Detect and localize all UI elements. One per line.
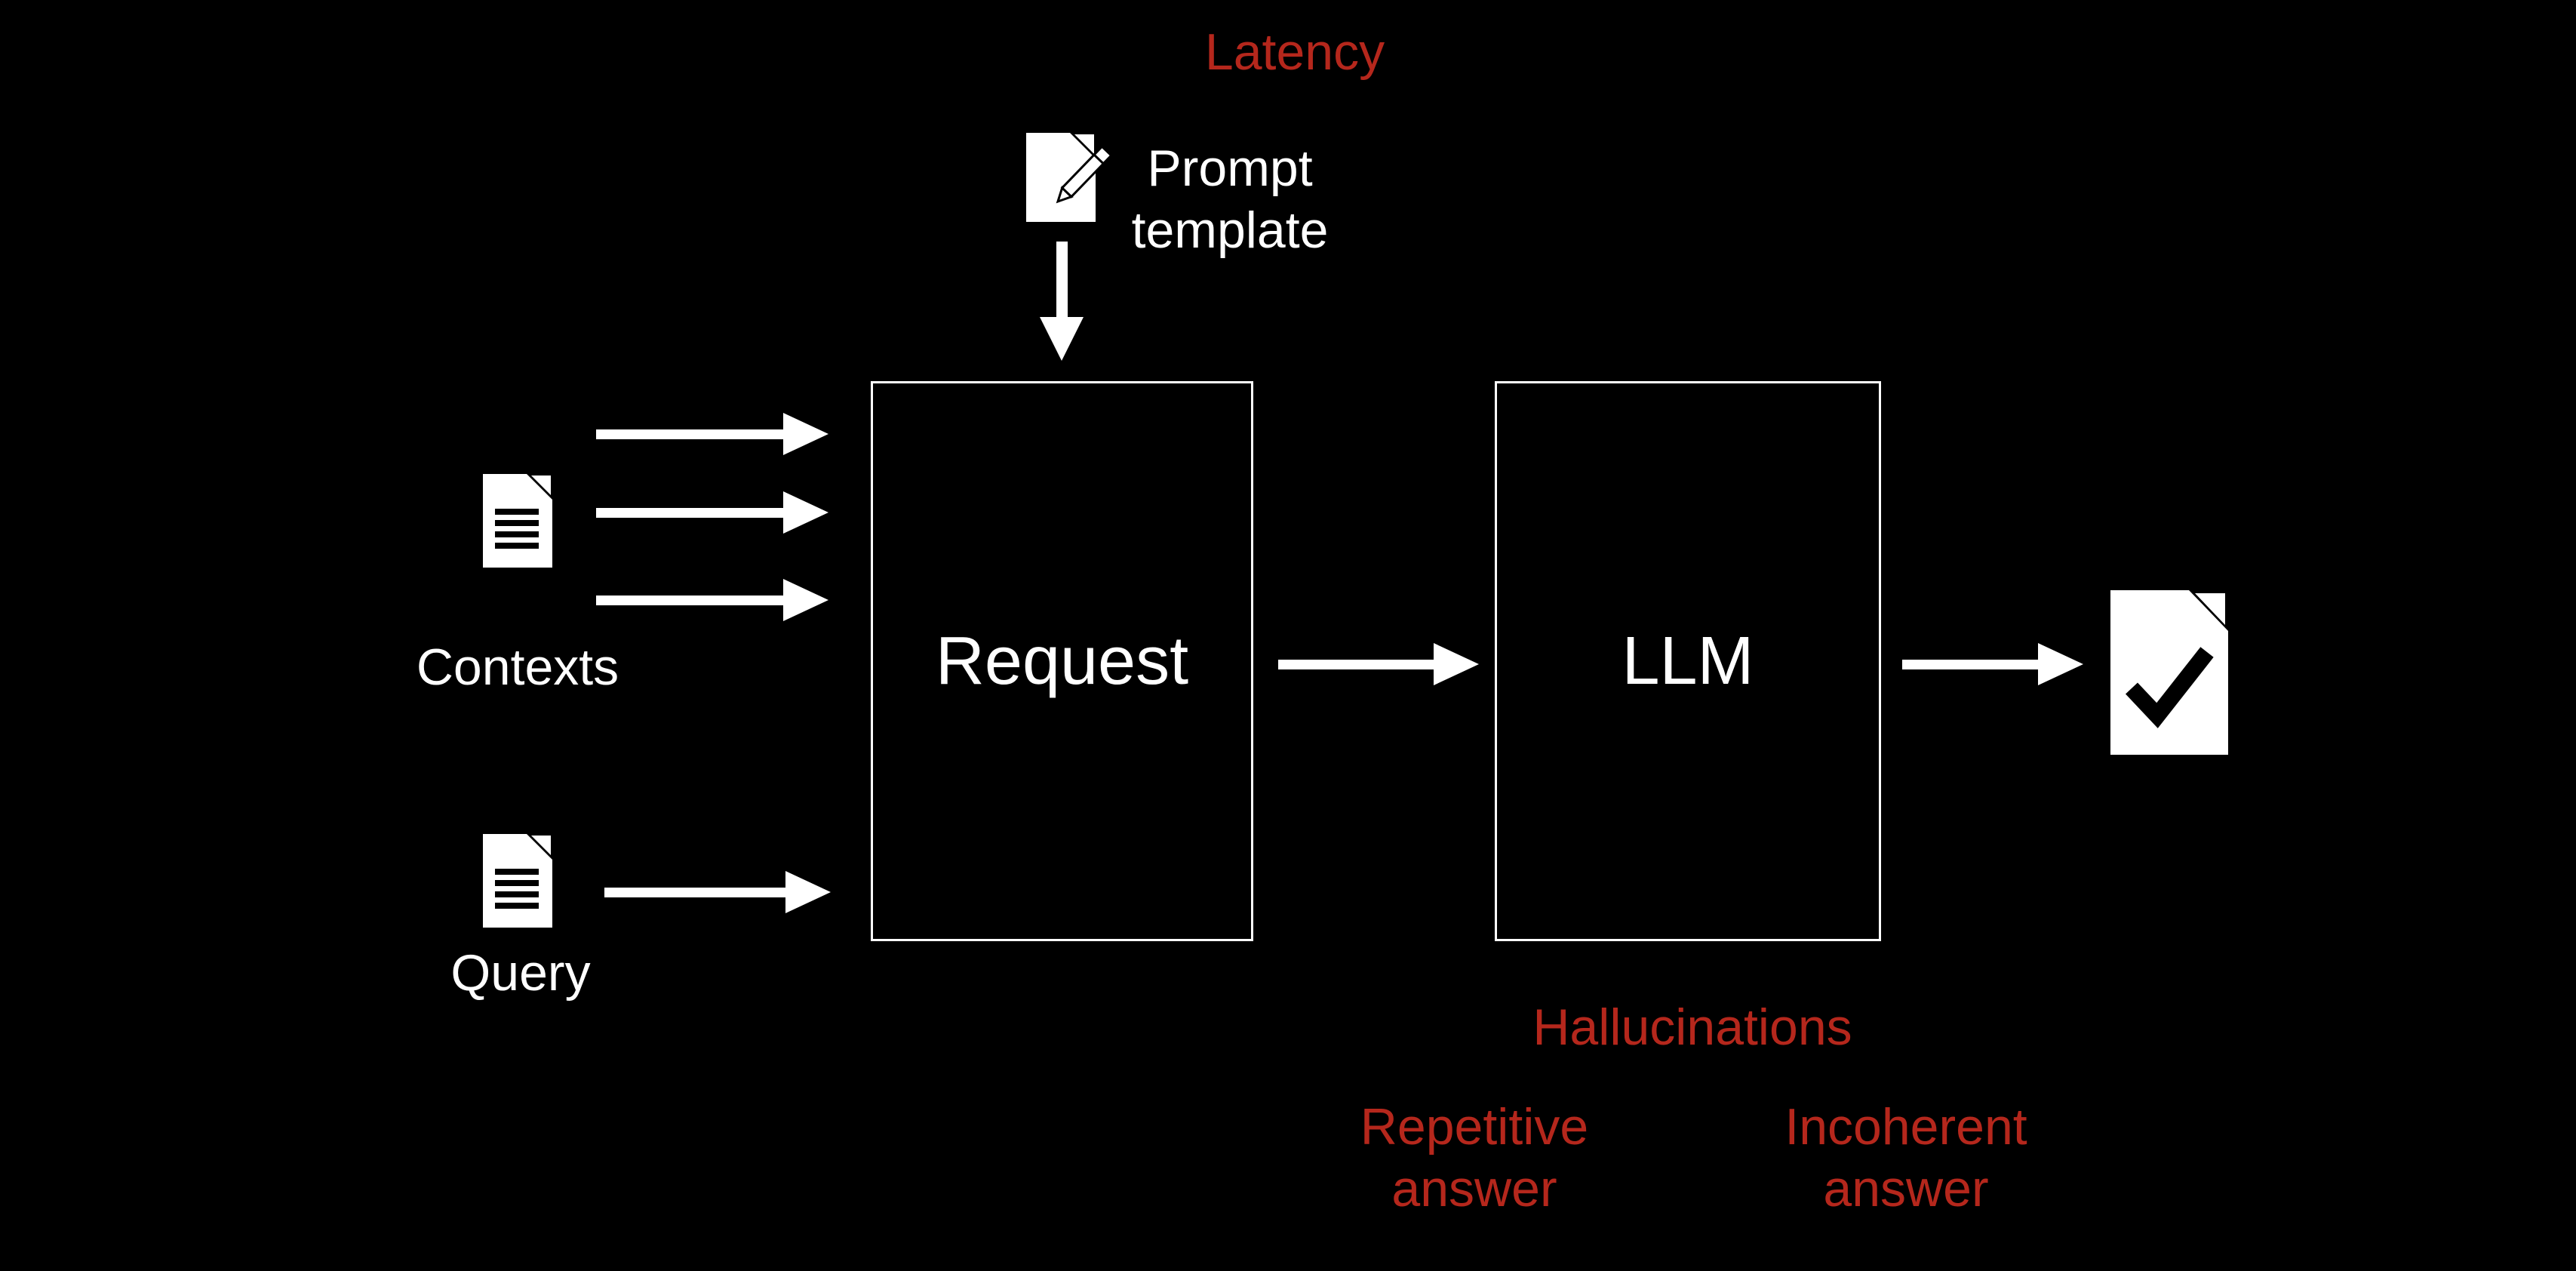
arrow-shaft [596, 507, 786, 518]
prompt-template-label-line1: Prompt [1147, 140, 1313, 197]
arrow-shaft [596, 595, 786, 605]
contexts-to-request-arrow-2 [596, 491, 828, 534]
llm-node-box: LLM [1495, 381, 1881, 941]
contexts-to-request-arrow-3 [596, 579, 828, 621]
query-label: Query [450, 944, 591, 1002]
repetitive-answer-warning-label: Repetitive answer [1360, 1096, 1588, 1220]
document-icon [483, 834, 552, 928]
request-to-llm-arrow [1278, 643, 1479, 685]
incoherent-answer-warning-label: Incoherent answer [1784, 1096, 2027, 1220]
prompt-template-label: Prompt template [1132, 137, 1329, 261]
incoherent-answer-line2: answer [1823, 1160, 1989, 1217]
latency-warning-label: Latency [1204, 23, 1385, 81]
prompt-template-label-line2: template [1131, 202, 1329, 259]
repetitive-answer-line1: Repetitive [1360, 1098, 1589, 1156]
hallucinations-warning-label: Hallucinations [1532, 999, 1852, 1056]
request-node-box: Request [871, 381, 1253, 941]
incoherent-answer-line1: Incoherent [1784, 1098, 2027, 1156]
arrow-head [783, 579, 828, 621]
query-to-request-arrow [604, 871, 831, 913]
arrow-shaft [596, 429, 786, 439]
arrow-shaft [1902, 659, 2041, 669]
contexts-to-request-arrow-1 [596, 413, 828, 455]
llm-node-label: LLM [1622, 623, 1754, 699]
document-edit-icon [1026, 133, 1113, 222]
arrow-head [785, 871, 831, 913]
arrow-shaft [1056, 242, 1068, 319]
arrow-head [783, 491, 828, 534]
prompt-to-request-arrow [1040, 242, 1084, 361]
document-icon [483, 474, 552, 568]
document-check-icon [2110, 590, 2228, 755]
contexts-label: Contexts [416, 639, 619, 696]
arrow-head [1040, 317, 1084, 361]
llm-to-output-arrow [1902, 643, 2083, 685]
arrow-shaft [604, 887, 788, 897]
request-node-label: Request [935, 623, 1189, 699]
arrow-shaft [1278, 659, 1437, 669]
arrow-head [783, 413, 828, 455]
arrow-head [2038, 643, 2083, 685]
repetitive-answer-line2: answer [1391, 1160, 1557, 1217]
arrow-head [1434, 643, 1479, 685]
